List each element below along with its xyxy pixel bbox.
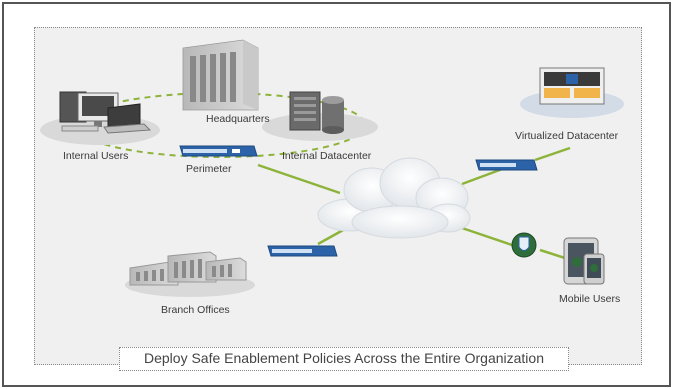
- headquarters-building-icon: [182, 39, 259, 111]
- link-shield-mobile: [539, 248, 566, 260]
- link-cloud-mobile: [461, 226, 513, 247]
- virtualized-datacenter-icon: [539, 67, 605, 105]
- label-perimeter: Perimeter: [186, 163, 232, 175]
- mobile-devices-icon: [563, 237, 605, 285]
- link-firewall-virtual-dc: [534, 146, 571, 162]
- label-virtualized-datacenter: Virtualized Datacenter: [515, 130, 619, 142]
- label-internal-datacenter: Internal Datacenter: [282, 150, 372, 162]
- link-perimeter-cloud: [257, 163, 341, 195]
- link-branch-cloud: [317, 227, 346, 246]
- branch-offices-buildings-icon: [129, 251, 247, 286]
- branch-firewall-icon: [267, 245, 338, 257]
- internet-cloud-icon: [317, 157, 471, 239]
- diagram-caption: Deploy Safe Enablement Policies Across t…: [119, 347, 569, 371]
- network-links: [257, 146, 571, 260]
- label-internal-users: Internal Users: [63, 150, 129, 162]
- label-mobile-users: Mobile Users: [559, 293, 621, 305]
- link-cloud-firewall: [461, 166, 506, 186]
- label-branch-offices: Branch Offices: [161, 304, 230, 316]
- internal-datacenter-icon: [289, 91, 344, 134]
- label-headquarters: Headquarters: [206, 113, 270, 125]
- perimeter-firewall-icon: [179, 145, 258, 157]
- datacenter-firewall-icon: [475, 159, 538, 171]
- internal-users-computers-icon: [59, 91, 152, 134]
- security-shield-globe-icon: [511, 232, 537, 258]
